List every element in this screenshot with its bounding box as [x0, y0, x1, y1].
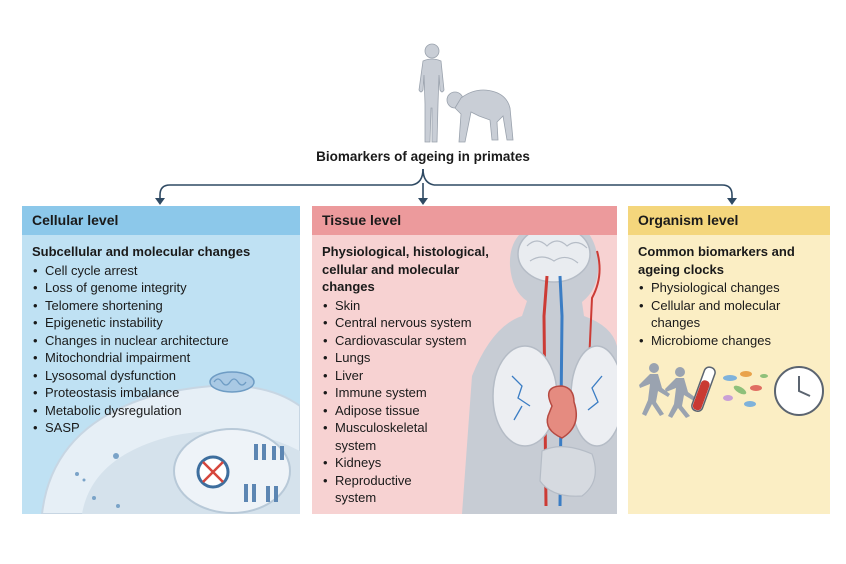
organism-level-panel: Organism level Common biomarkers and age…	[628, 206, 830, 514]
list-item: Musculoskeletal system	[322, 419, 455, 454]
tissue-level-panel: Tissue level Physiological, histological…	[312, 206, 617, 514]
heart-icon	[546, 385, 577, 439]
list-item: Lysosomal dysfunction	[32, 367, 250, 385]
clock-icon	[774, 366, 824, 416]
branch-left	[159, 184, 412, 200]
human-figure-icon	[418, 43, 445, 143]
branch-trunk	[411, 168, 424, 186]
list-item: Cellular and molecular changes	[638, 297, 811, 332]
list-item: Metabolic dysregulation	[32, 402, 250, 420]
list-item: Liver	[322, 367, 489, 385]
chromosome-icon	[244, 444, 284, 502]
tissue-item-list: Skin Central nervous system Cardiovascul…	[322, 297, 489, 507]
organism-item-list: Physiological changes Cellular and molec…	[638, 279, 824, 349]
cellular-level-header: Cellular level	[22, 206, 300, 235]
organism-illustrations	[639, 363, 824, 418]
human-body-anatomy-illustration	[462, 219, 617, 514]
primates-illustration	[418, 43, 514, 143]
list-item: Skin	[322, 297, 489, 315]
tissue-subtitle-line: changes	[322, 279, 375, 294]
list-item: Mitochondrial impairment	[32, 349, 250, 367]
chimpanzee-figure-icon	[446, 89, 514, 143]
branch-right-join	[422, 168, 435, 186]
list-item: Lungs	[322, 349, 489, 367]
organism-level-content: Common biomarkers and ageing clocks Phys…	[638, 243, 824, 349]
list-item: Changes in nuclear architecture	[32, 332, 250, 350]
cellular-level-content: Subcellular and molecular changes Cell c…	[32, 243, 250, 437]
list-item: Loss of genome integrity	[32, 279, 250, 297]
list-item: Cardiovascular system	[322, 332, 489, 350]
cellular-item-list: Cell cycle arrest Loss of genome integri…	[32, 262, 250, 437]
list-item: Immune system	[322, 384, 489, 402]
tissue-subtitle-line: cellular and molecular	[322, 261, 460, 277]
cellular-subtitle: Subcellular and molecular changes	[32, 244, 251, 259]
list-item: Central nervous system	[322, 314, 489, 332]
running-people-icon	[639, 363, 696, 418]
blood-tube-icon	[691, 366, 716, 413]
arrowhead-center	[418, 198, 428, 205]
tissue-level-content: Physiological, histological, cellular an…	[322, 243, 489, 507]
list-item: Kidneys	[322, 454, 489, 472]
branch-right	[434, 184, 733, 200]
list-item: Adipose tissue	[322, 402, 489, 420]
list-item: Proteostasis imbalance	[32, 384, 250, 402]
connector-arrows	[155, 168, 737, 205]
organism-subtitle: Common biomarkers and ageing clocks	[638, 244, 795, 277]
list-item: Microbiome changes	[638, 332, 824, 350]
cellular-level-panel: Cellular level Subcellular and molecular…	[22, 206, 300, 514]
list-item: Cell cycle arrest	[32, 262, 250, 280]
list-item: SASP	[32, 419, 250, 437]
tissue-level-header: Tissue level	[312, 206, 617, 235]
list-item: Telomere shortening	[32, 297, 250, 315]
dna-damage-icon	[196, 455, 230, 489]
tissue-subtitle: Physiological, histological, cellular an…	[322, 243, 489, 296]
figure-title: Biomarkers of ageing in primates	[316, 149, 530, 164]
tissue-subtitle-line: Physiological, histological,	[322, 244, 489, 259]
arrowhead-left	[155, 198, 165, 205]
arrowhead-right	[727, 198, 737, 205]
organism-level-header: Organism level	[628, 206, 830, 235]
list-item: Epigenetic instability	[32, 314, 250, 332]
list-item: Reproductive system	[322, 472, 445, 507]
list-item: Physiological changes	[638, 279, 824, 297]
microbiome-icon	[723, 371, 768, 407]
